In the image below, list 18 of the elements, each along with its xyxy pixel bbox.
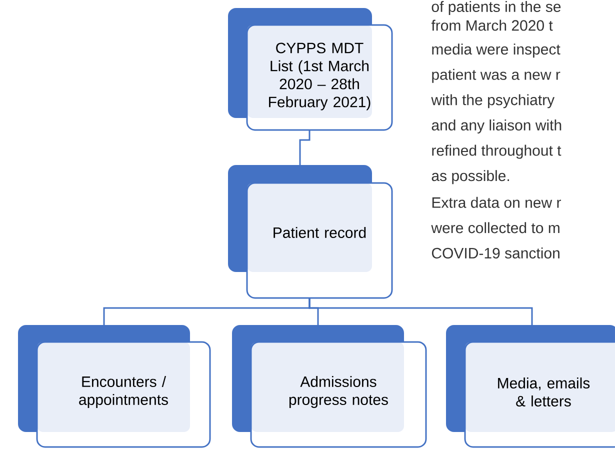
text-line: Extra data on new r	[432, 196, 561, 208]
connector-line	[308, 298, 533, 325]
org-box: CYPPS MDT List (1st March 2020 – 28th February 2021)	[228, 8, 393, 131]
text-line: patient was a new r	[432, 68, 560, 83]
text-line: and any liaison with	[432, 120, 562, 134]
org-box: Admissions progress notes	[232, 324, 427, 448]
org-box: Patient record	[228, 165, 393, 299]
text-line: from March 2020 t	[431, 20, 553, 31]
org-box: Encounters / appointments	[18, 324, 211, 448]
text-line: were collected to m	[431, 222, 560, 234]
text-line: media were inspect	[432, 44, 560, 58]
text-line: refined throughout t	[432, 144, 562, 159]
text-line: of patients in the se	[432, 1, 561, 15]
text-line: as possible.	[432, 170, 509, 184]
org-box: Media, emails & letters	[446, 324, 615, 448]
connector-line	[299, 130, 310, 165]
text-line: COVID-19 sanction	[432, 247, 560, 258]
text-line: with the psychiatry	[431, 94, 555, 108]
